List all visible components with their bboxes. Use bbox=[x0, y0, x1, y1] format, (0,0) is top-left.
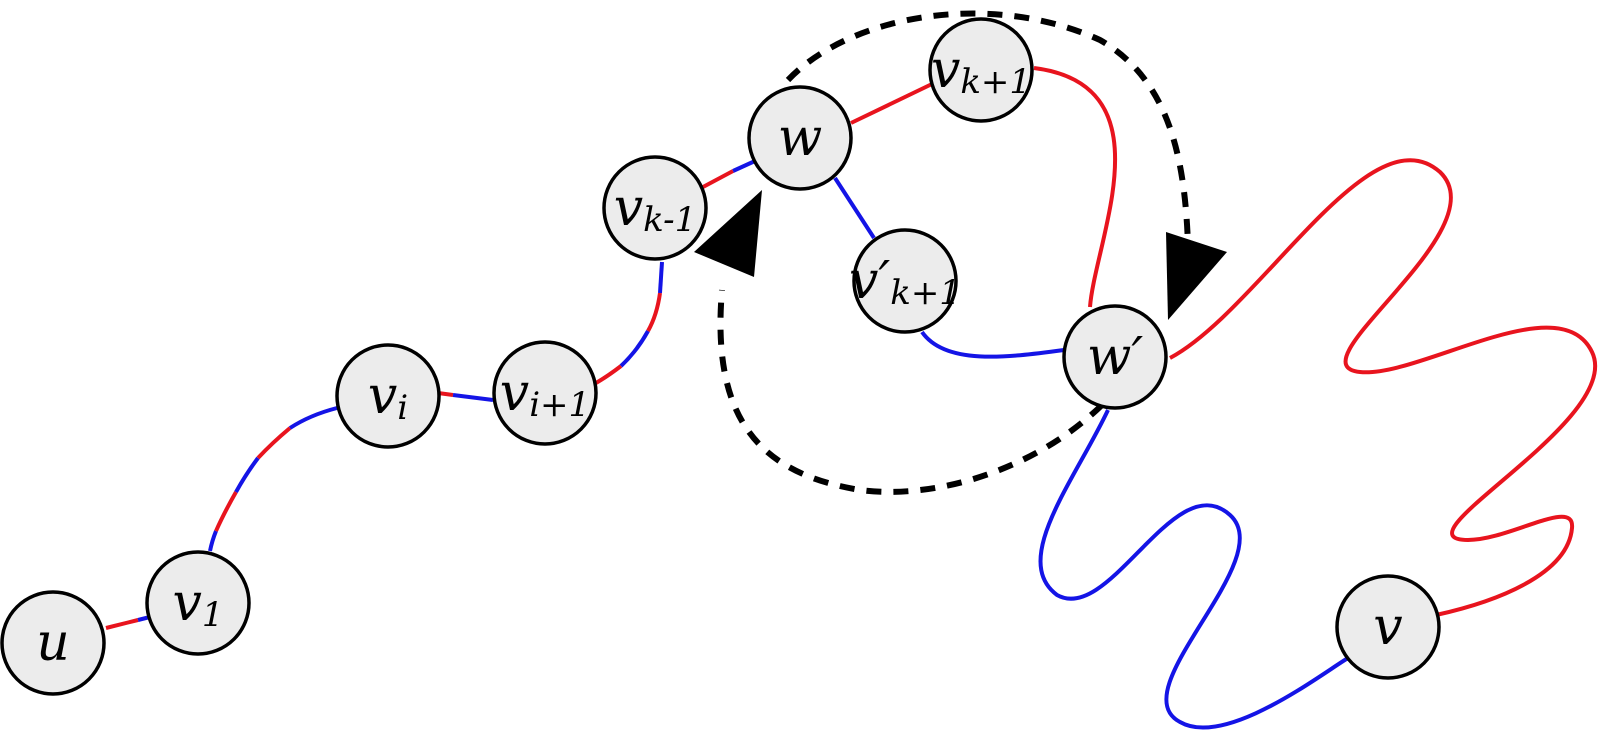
dashed-arrow-w-to-wp bbox=[785, 10, 1227, 320]
svg-text:vk-1: vk-1 bbox=[614, 178, 697, 240]
svg-text:u: u bbox=[36, 613, 70, 673]
node-vi1: vi+1 bbox=[492, 340, 598, 446]
node-label: v bbox=[172, 573, 201, 633]
edge-w-vk1 bbox=[850, 82, 933, 125]
node-v: v bbox=[1335, 574, 1441, 680]
node-subscript: i+1 bbox=[529, 385, 590, 425]
node-w: w bbox=[747, 85, 853, 191]
node-subscript: i bbox=[397, 388, 408, 428]
svg-text:w: w bbox=[778, 108, 823, 168]
svg-text:v′k+1: v′k+1 bbox=[849, 251, 961, 313]
node-label: v′ bbox=[849, 251, 890, 311]
edge-vk1p-wp bbox=[920, 330, 1065, 359]
node-vk-1: vk-1 bbox=[602, 155, 708, 261]
arrowhead-icon bbox=[694, 190, 762, 277]
node-label: w bbox=[778, 108, 823, 168]
svg-text:vi+1: vi+1 bbox=[500, 363, 590, 425]
node-label: v bbox=[500, 363, 529, 423]
edge-vi-vi1 bbox=[437, 391, 494, 402]
edge-vi1-vk-1 bbox=[594, 261, 664, 385]
node-subscript: k-1 bbox=[643, 200, 696, 240]
node-u: u bbox=[0, 590, 106, 696]
node-label: w′ bbox=[1087, 327, 1144, 387]
node-subscript: k+1 bbox=[960, 62, 1031, 102]
node-label: u bbox=[36, 613, 70, 673]
edge-vk-1-w bbox=[702, 159, 756, 189]
node-label: v bbox=[1373, 597, 1402, 657]
node-vk1: vk+1 bbox=[928, 17, 1034, 123]
dashed-arrow-wp-to-w bbox=[694, 190, 1105, 495]
node-label: v bbox=[368, 366, 397, 426]
svg-text:v1: v1 bbox=[172, 573, 223, 635]
edge-wp-v-blue bbox=[1038, 409, 1350, 730]
node-label: v bbox=[931, 40, 960, 100]
edge-v1-vi bbox=[208, 406, 338, 552]
edge-w-vk1p bbox=[833, 176, 876, 240]
node-vi: vi bbox=[335, 343, 441, 449]
svg-text:w′: w′ bbox=[1087, 327, 1144, 387]
edge-vk1-wp bbox=[1033, 66, 1118, 308]
node-v1: v1 bbox=[145, 550, 251, 656]
svg-text:vi: vi bbox=[368, 366, 408, 428]
node-subscript: 1 bbox=[202, 595, 224, 635]
edge-u-v1 bbox=[105, 615, 151, 630]
node-subscript: k+1 bbox=[890, 273, 961, 313]
node-label: v bbox=[614, 178, 643, 238]
edge-wp-v-red bbox=[1169, 158, 1597, 617]
svg-text:v: v bbox=[1373, 597, 1402, 657]
node-wp: w′ bbox=[1062, 304, 1168, 410]
svg-text:vk+1: vk+1 bbox=[931, 40, 1031, 102]
node-vk1p: v′k+1 bbox=[849, 228, 961, 334]
arrowhead-icon bbox=[1166, 232, 1227, 320]
